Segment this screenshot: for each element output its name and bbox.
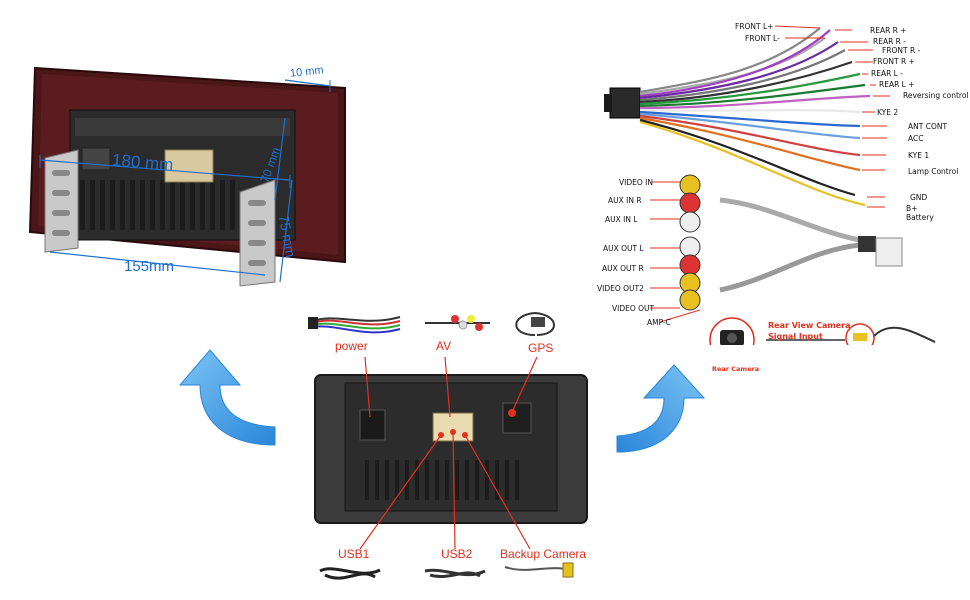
wire-label-lamp-control: Lamp Control [908,167,959,176]
wire-label-kye1: KYE 1 [908,151,930,160]
gps-port-label: GPS [528,341,554,355]
av-label-amp-c: AMP-C [647,318,671,327]
curved-arrow-right-icon [616,364,706,453]
wire-label-front-l-minus: FRONT L- [745,34,780,43]
av-label-aux-in-r: AUX IN R [608,196,642,205]
wire-label-reversing: Reversing control [903,91,969,100]
wire-label-b-plus: B+ [906,204,918,213]
backup-camera-port-label: Backup Camera [500,547,587,561]
usb1-port-label: USB1 [338,547,370,561]
av-label-aux-out-r: AUX OUT R [602,264,644,273]
frame-width-dimension-label: 155mm [124,258,175,275]
backup-camera-cable-icon [504,562,574,578]
camera-title-line1: Rear View Camera [768,321,851,330]
av-label-video-out2: VIDEO OUT2 [597,284,644,293]
wire-label-gnd: GND [910,193,928,202]
wire-label-kye2: KYE 2 [877,108,899,117]
usb1-cable-icon [319,567,381,580]
wire-label-front-r-minus: FRONT R - [882,46,921,55]
usb2-cable-icon [424,568,486,578]
wire-label-battery: Battery [906,213,934,222]
power-port-label: power [335,339,368,353]
av-port-label: AV [436,339,452,353]
av-label-video-out: VIDEO OUT [612,304,655,313]
power-harness-icon [308,316,401,334]
av-label-aux-in-l: AUX IN L [605,215,638,224]
rear-camera-caption: Rear Camera [712,365,760,373]
wire-label-rear-l-minus: REAR L - [871,69,903,78]
wire-label-ant-cont: ANT CONT [908,122,948,131]
wire-label-front-l-plus: FRONT L+ [735,22,774,31]
camera-title-line2: Signal Input [768,332,823,341]
curved-arrow-left-icon [178,349,276,446]
back-panel-diagram [308,311,588,580]
wire-label-front-r-plus: FRONT R + [873,57,915,66]
av-label-video-in: VIDEO IN [619,178,653,187]
usb2-port-label: USB2 [441,547,473,561]
wire-label-rear-r-plus: REAR R + [870,26,907,35]
wire-label-rear-l-plus: REAR L + [879,80,915,89]
av-cable-icon [425,315,490,331]
wire-label-acc: ACC [908,134,924,143]
av-label-aux-out-l: AUX OUT L [603,244,644,253]
wiring-harness-diagram [604,25,936,345]
unit-dimension-diagram [28,66,346,287]
wire-label-rear-r-minus: REAR R - [873,37,906,46]
gps-antenna-icon [515,311,555,336]
